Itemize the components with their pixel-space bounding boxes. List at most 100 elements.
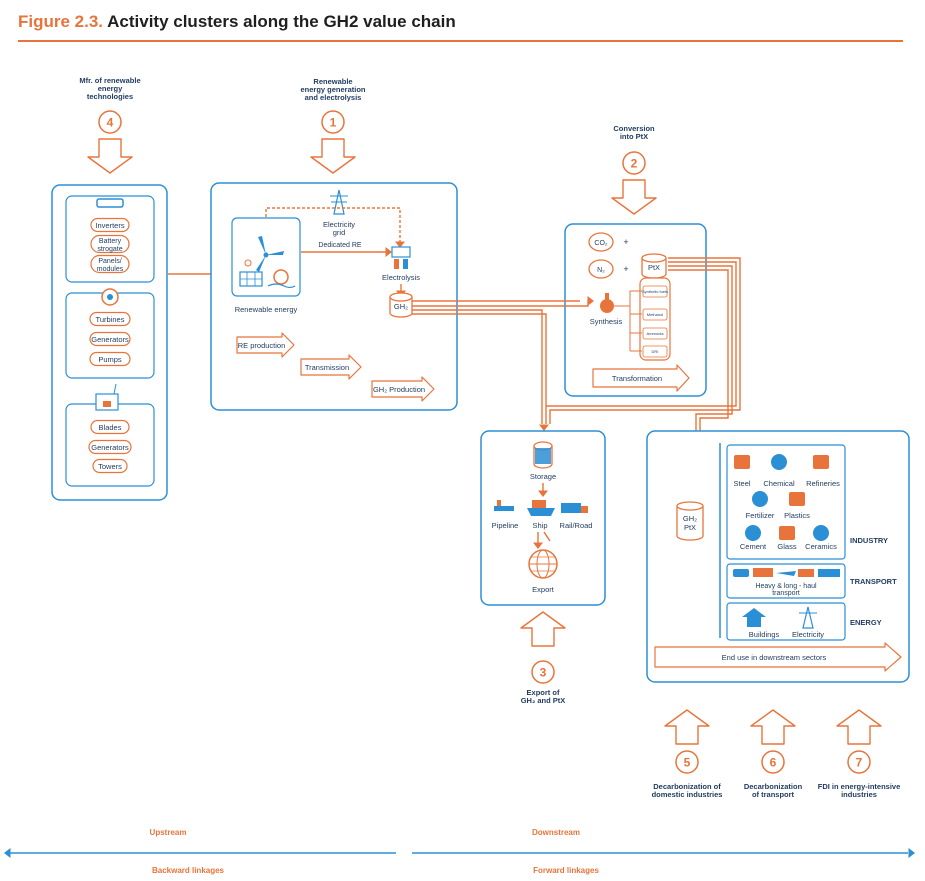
cluster-5-circle-number: 5 [684, 756, 691, 770]
cluster-2-arrow [611, 179, 657, 215]
cluster-4-title-line-1: Mfr. of renewable [79, 76, 140, 85]
industry-item-1: Steel [733, 479, 750, 488]
mfg-generators-2 [88, 439, 132, 455]
cluster-1-title-line-2: energy generation [300, 85, 365, 94]
electricity-grid-label-line-1: Electricity [323, 220, 355, 229]
synthesis-flask-neck [605, 293, 609, 300]
cluster-6-circle [761, 750, 785, 774]
cluster-2-circle [622, 151, 646, 175]
industry-icon-4 [752, 491, 768, 507]
re-production-arrow [236, 332, 295, 358]
end-use-arrow-label: End use in downstream sectors [722, 653, 827, 662]
mfg-battery [90, 234, 130, 254]
battery-icon [96, 198, 124, 208]
cluster-7-title-line-2: industries [841, 790, 877, 799]
export-label: Export [532, 585, 555, 594]
ship-to-export-line-2 [543, 531, 551, 542]
renewable-energy-label: Renewable energy [235, 305, 298, 314]
water-icon [267, 283, 296, 289]
gh2-ptx-cylinder [676, 506, 704, 541]
electrolysis-label: Electrolysis [382, 273, 420, 282]
storage-to-ship-arrowhead [538, 490, 548, 497]
product-4-label: DRI [652, 349, 659, 354]
industry-item-5: Plastics [784, 511, 810, 520]
industry-icon-3 [813, 455, 829, 469]
figure-number: Figure 2.3. [18, 12, 104, 31]
mfg-battery-label: Battery [99, 238, 122, 245]
gh2-production-arrow [371, 376, 435, 402]
cluster-4-title-line-3: technologies [87, 92, 133, 101]
pipeline-icon [494, 506, 514, 511]
industry-icon-6 [745, 525, 761, 541]
electricity-tower-icon [802, 606, 814, 629]
energy-item-1: Buildings [749, 630, 780, 639]
energy-item-2: Electricity [792, 630, 824, 639]
gh2-ptx-cylinder-label: GH₂ [683, 514, 697, 523]
mfg-generators-1 [89, 331, 131, 347]
cluster-4-circle [98, 110, 122, 134]
ptx-cylinder-top [641, 253, 667, 263]
cluster-5-title-line-2: domestic industries [652, 790, 723, 799]
mfg-panels-label: modules [97, 266, 124, 273]
mfg-panels [90, 254, 130, 274]
wind-turbine-icon-blade3 [256, 255, 266, 272]
cluster-5-arrow [664, 709, 710, 745]
cluster-7-circle [847, 750, 871, 774]
cluster-6-circle-number: 6 [770, 756, 777, 770]
pipeline-icon-valve [497, 500, 501, 506]
turbine-gear-icon-center [107, 294, 113, 300]
transport-item-label-line-2: transport [772, 590, 800, 597]
transformation-arrow-label: Transformation [612, 374, 662, 383]
mfg-blades [90, 419, 130, 435]
ship-label: Ship [532, 521, 547, 530]
n2-label: N₂ [597, 267, 605, 274]
ptx-to-export-line-1 [549, 257, 741, 424]
cluster-3-circle [531, 660, 555, 684]
pipeline-label: Pipeline [492, 521, 519, 530]
title-rule [18, 40, 903, 42]
grid-dashed-line [265, 207, 401, 244]
bus-icon [753, 568, 773, 577]
industry-icon-7 [779, 526, 795, 540]
mfg-battery-label: strogate [97, 246, 122, 253]
storage-icon-fill [535, 448, 551, 464]
cluster-2-title-line-1: Conversion [613, 124, 655, 133]
mfg-pumps [89, 351, 131, 367]
downstream-label: Downstream [532, 828, 580, 837]
co2-circle [588, 232, 614, 252]
industry-icon-2 [771, 454, 787, 470]
hydro-wheel-icon [273, 269, 289, 285]
backward-linkages-label: Backward linkages [152, 866, 225, 875]
synthesis-to-products-line [614, 290, 642, 307]
gh2-to-storage-arrowhead [539, 424, 549, 431]
electrolysis-icon-cell1 [394, 259, 399, 269]
forward-linkages-label: Forward linkages [533, 866, 599, 875]
industry-icon-5 [789, 492, 805, 506]
cluster-7-circle-number: 7 [856, 756, 863, 770]
sun-icon [244, 259, 252, 267]
truck-transport-icon [818, 569, 840, 577]
cluster-4-arrow [87, 138, 133, 174]
forward-linkages-arrowhead [908, 848, 915, 858]
industry-item-7: Glass [777, 542, 796, 551]
industry-item-8: Ceramics [805, 542, 837, 551]
cluster-3-title-line-2: GH₂ and PtX [521, 696, 566, 705]
cluster-3-circle-number: 3 [540, 666, 547, 680]
cluster-4-circle-number: 4 [107, 116, 114, 130]
cluster-1-title-line-3: and electrolysis [305, 93, 362, 102]
ship-transport-icon [798, 569, 814, 577]
cluster-1-circle-number: 1 [330, 116, 337, 130]
industry-item-2: Chemical [763, 479, 795, 488]
industry-icon-1 [734, 455, 750, 469]
cluster-4-title-line-2: energy [98, 84, 123, 93]
industry-label: INDUSTRY [850, 536, 888, 545]
product-2-label: Methanol [647, 312, 664, 317]
n2-plus: + [623, 264, 628, 274]
cluster-5-title-line-1: Decarbonization of [653, 782, 721, 791]
cluster-6-title-line-2: of transport [752, 790, 795, 799]
gh2-ptx-cylinder-label: PtX [684, 523, 696, 532]
upstream-label: Upstream [150, 828, 187, 837]
dedicated-re-arrowhead [385, 247, 392, 257]
product-3-label: Ammonia [647, 331, 665, 336]
buildings-icon [742, 608, 766, 627]
